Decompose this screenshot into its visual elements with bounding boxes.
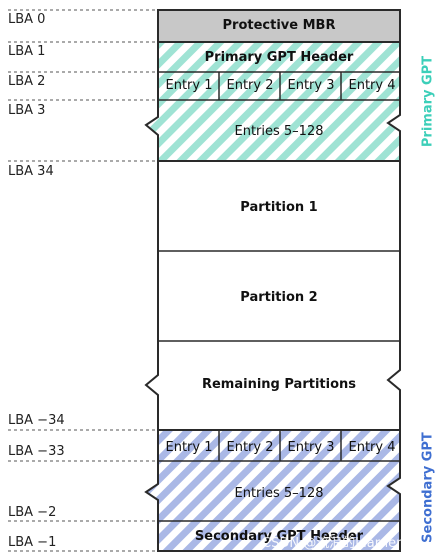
lba-guide-lines — [8, 9, 158, 552]
lba-label-minus-34: LBA −34 — [8, 413, 65, 428]
lba-label-minus-1: LBA −1 — [8, 535, 57, 550]
remaining-partitions-label: Remaining Partitions — [201, 377, 357, 392]
partition-2-label: Partition 2 — [240, 290, 318, 305]
lba-label-3: LBA 3 — [8, 103, 46, 118]
lba-label-minus-2: LBA −2 — [8, 505, 57, 520]
primary-entries-rest-label: Entries 5–128 — [234, 124, 324, 139]
primary-header-label: Primary GPT Header — [204, 50, 354, 65]
secondary-entry-4: Entry 4 — [348, 440, 396, 455]
lba-label-1: LBA 1 — [8, 44, 46, 59]
lba-label-34: LBA 34 — [8, 164, 54, 179]
secondary-gpt-side-label: Secondary GPT — [420, 432, 436, 543]
primary-entry-3: Entry 3 — [287, 78, 335, 93]
secondary-entries-rest-label: Entries 5–128 — [234, 486, 324, 501]
lba-label-0: LBA 0 — [8, 12, 46, 27]
primary-entry-1: Entry 1 — [165, 78, 213, 93]
primary-gpt-side-label: Primary GPT — [420, 55, 436, 148]
protective-mbr-label: Protective MBR — [222, 18, 336, 33]
secondary-header-label: Secondary GPT Header — [194, 529, 364, 544]
primary-entry-4: Entry 4 — [348, 78, 396, 93]
primary-entry-2: Entry 2 — [226, 78, 274, 93]
lba-label-minus-33: LBA −33 — [8, 444, 65, 459]
secondary-entry-1: Entry 1 — [165, 440, 213, 455]
secondary-entry-3: Entry 3 — [287, 440, 335, 455]
secondary-entry-2: Entry 2 — [226, 440, 274, 455]
partition-1-label: Partition 1 — [240, 200, 318, 215]
watermark: CSDN @流浪的learner — [262, 536, 402, 551]
lba-label-2: LBA 2 — [8, 74, 46, 89]
